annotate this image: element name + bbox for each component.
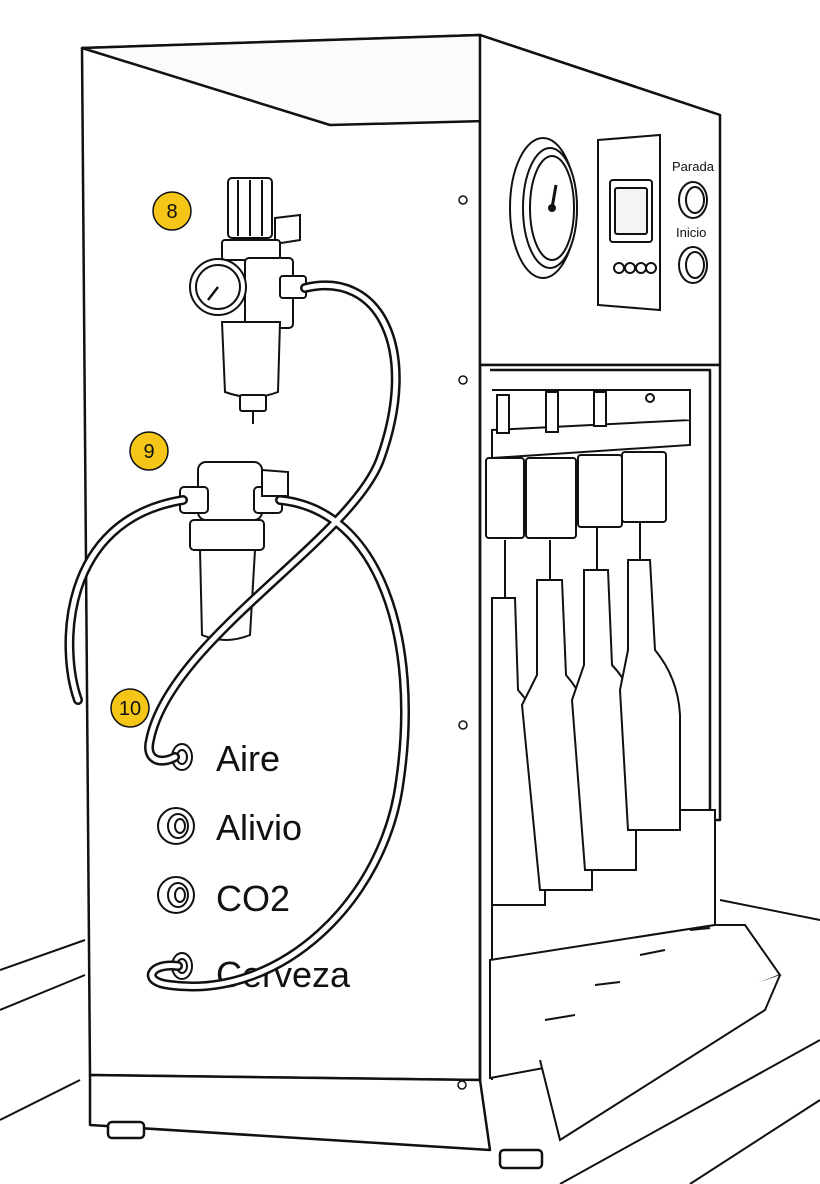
callout-regulator: 8 — [152, 191, 192, 231]
start-button-label: Inicio — [676, 225, 706, 240]
air-regulator — [189, 177, 307, 424]
filling-station — [485, 389, 782, 1142]
relief-port-label: Alivio — [216, 807, 302, 848]
co2-port[interactable] — [157, 876, 195, 914]
table — [0, 899, 820, 1184]
display-unit — [597, 133, 661, 312]
stop-button[interactable] — [678, 181, 708, 219]
stop-button-label: Parada — [672, 159, 715, 174]
callout-connection: 10 — [110, 688, 150, 728]
air-port-label: Aire — [216, 738, 280, 779]
relief-port[interactable] — [157, 807, 195, 845]
control-panel — [509, 133, 708, 312]
start-button[interactable] — [678, 246, 708, 284]
bottle — [618, 559, 681, 831]
hoses-inner — [66, 283, 408, 989]
pressure-gauge — [509, 137, 578, 279]
callout-filter-number: 9 — [143, 441, 154, 463]
port-fittings — [157, 743, 195, 980]
callout-regulator-number: 8 — [166, 201, 177, 223]
air-port[interactable] — [171, 743, 193, 771]
callout-filter: 9 — [129, 431, 169, 471]
co2-port-label: CO2 — [216, 878, 290, 919]
screws — [457, 195, 468, 1090]
callout-connection-number: 10 — [119, 698, 141, 720]
